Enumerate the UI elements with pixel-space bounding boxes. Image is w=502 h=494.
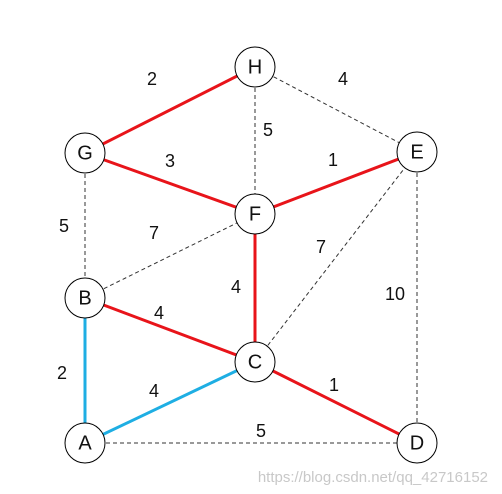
edge-weight-f-e: 1 xyxy=(328,150,338,170)
node-d: D xyxy=(396,422,438,464)
edge-g-f xyxy=(84,151,256,216)
edge-b-f xyxy=(84,213,256,299)
edge-a-c xyxy=(84,360,256,445)
edge-weight-f-c: 4 xyxy=(231,277,241,297)
node-circle xyxy=(64,422,106,464)
node-f: F xyxy=(234,193,276,235)
node-b: B xyxy=(64,277,106,319)
node-label: A xyxy=(78,432,92,454)
edge-weight-a-c: 4 xyxy=(149,381,159,401)
nodes-layer: H G E F B C A D xyxy=(64,46,438,464)
node-h: H xyxy=(234,46,276,88)
edge-b-c xyxy=(84,296,256,364)
node-label: G xyxy=(77,142,93,164)
edge-weight-e-d: 10 xyxy=(385,284,405,304)
edge-weight-b-a: 2 xyxy=(57,363,67,383)
node-circle xyxy=(64,277,106,319)
edge-weight-g-b: 5 xyxy=(59,216,69,236)
edge-weight-g-h: 2 xyxy=(147,69,157,89)
node-label: H xyxy=(248,56,262,78)
edge-weight-c-d: 1 xyxy=(329,375,339,395)
edge-weight-a-d: 5 xyxy=(256,421,266,441)
watermark-text: https://blog.csdn.net/qq_42716152 xyxy=(258,469,488,486)
edge-weight-g-f: 3 xyxy=(165,151,175,171)
edge-g-h xyxy=(84,65,256,155)
edge-c-e xyxy=(254,151,418,363)
edge-weight-c-e: 7 xyxy=(316,237,326,257)
edge-h-e xyxy=(254,66,418,153)
node-g: G xyxy=(64,132,106,174)
node-label: B xyxy=(78,287,91,309)
node-circle xyxy=(64,132,106,174)
node-e: E xyxy=(396,131,438,173)
node-circle xyxy=(396,131,438,173)
node-label: C xyxy=(248,351,262,373)
edge-weights-layer: 2 4 5 3 1 5 7 7 4 10 4 2 4 1 5 xyxy=(57,69,405,441)
edge-weight-h-e: 4 xyxy=(338,69,348,89)
node-label: E xyxy=(410,141,423,163)
node-circle xyxy=(234,341,276,383)
edge-c-d xyxy=(254,360,418,445)
node-label: D xyxy=(410,432,424,454)
node-circle xyxy=(396,422,438,464)
node-c: C xyxy=(234,341,276,383)
node-a: A xyxy=(64,422,106,464)
edge-weight-b-f: 7 xyxy=(149,223,159,243)
edge-weight-b-c: 4 xyxy=(154,303,164,323)
edge-f-e xyxy=(254,150,418,216)
edge-weight-h-f: 5 xyxy=(263,120,273,140)
node-circle xyxy=(234,193,276,235)
node-label: F xyxy=(249,203,261,225)
node-circle xyxy=(234,46,276,88)
edges-layer xyxy=(83,65,418,445)
